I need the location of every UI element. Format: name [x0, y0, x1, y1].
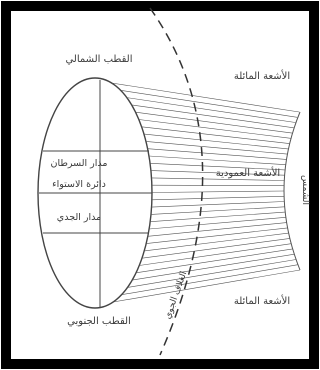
label-oblique-rays-top: الأشعة المائلة — [234, 69, 290, 82]
sun-ray-line — [149, 156, 286, 165]
sun-ray-line — [148, 149, 287, 160]
sun-ray-line — [148, 223, 287, 237]
sun-ray-line — [152, 202, 285, 208]
label-equator: دائرة الاستواء — [52, 179, 106, 190]
sun-ray-line — [152, 185, 284, 186]
earth-globe — [38, 78, 152, 308]
label-tropic-capricorn: مدار الجدي — [57, 212, 101, 223]
label-oblique-rays-bottom: الأشعة المائلة — [234, 294, 290, 307]
label-vertical-rays: الأشعة العمودية — [216, 166, 280, 179]
sun-ray-line — [152, 191, 284, 193]
sun-ray-line — [122, 265, 298, 295]
sun-ray-line — [132, 105, 294, 128]
sun-ray-line — [121, 90, 298, 117]
sun-ray-line — [132, 254, 294, 280]
sun-ray-line — [136, 112, 293, 133]
label-sun: الشمس — [300, 175, 310, 205]
sun-edge — [284, 112, 300, 270]
sun-ray-line — [152, 196, 284, 200]
sun-ray-line — [151, 207, 285, 215]
sun-ray-line — [136, 249, 293, 273]
sun-ray-line — [112, 83, 300, 112]
label-north-pole: القطب الشمالي — [65, 54, 132, 65]
sun-ray-line — [127, 98, 296, 123]
sun-ray-line — [144, 134, 288, 149]
sun-ray-line — [149, 217, 286, 229]
label-tropic-cancer: مدار السرطان — [50, 158, 107, 169]
sun-ray-line — [139, 244, 291, 266]
sun-ray-line — [146, 141, 287, 154]
label-south-pole: القطب الجنوبي — [67, 316, 131, 327]
